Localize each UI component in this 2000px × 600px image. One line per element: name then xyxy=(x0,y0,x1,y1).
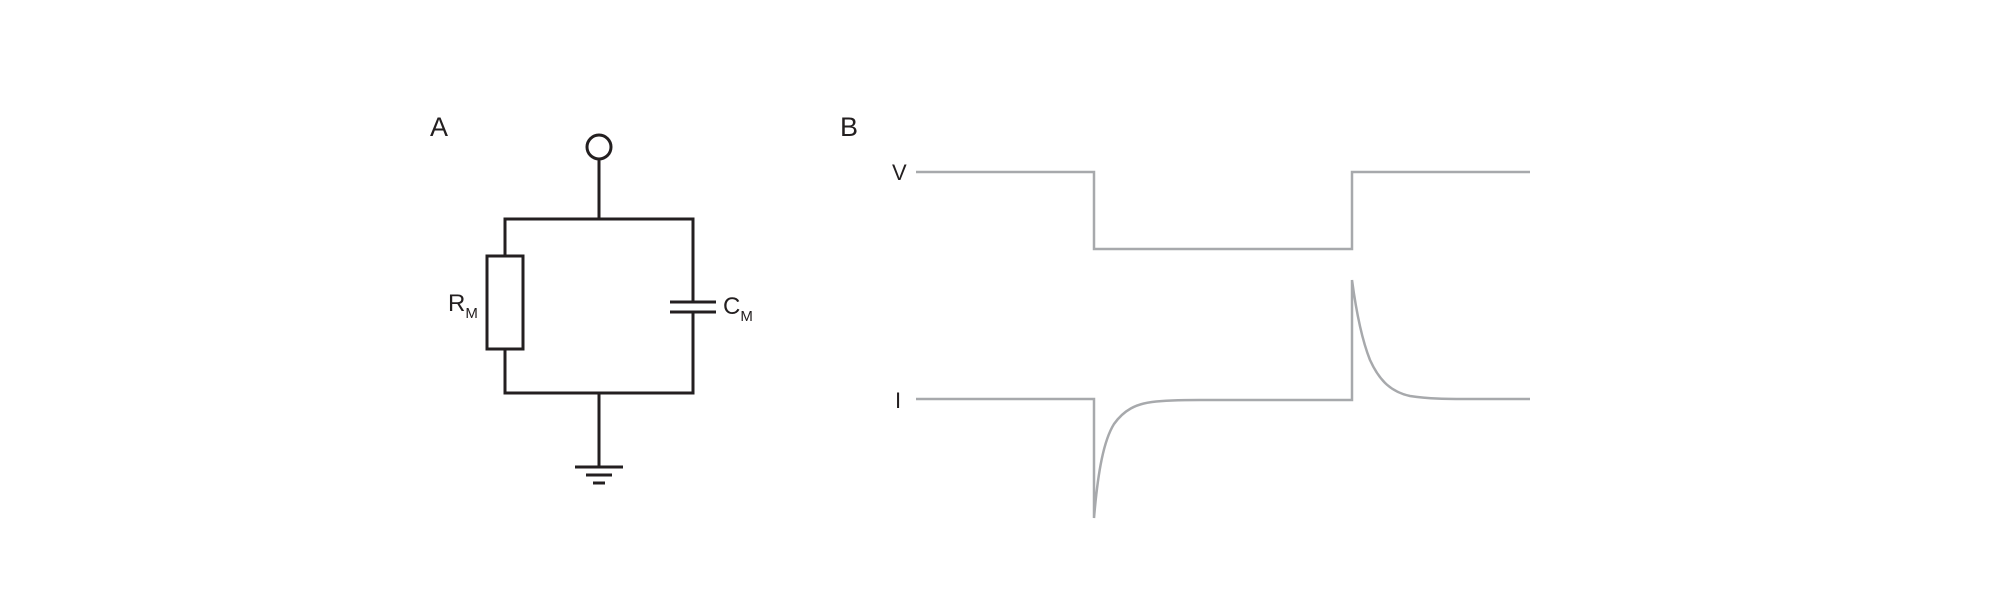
electrode-terminal-icon xyxy=(585,133,613,161)
capacitor-label: CM xyxy=(723,293,753,325)
bottom-wire xyxy=(503,312,695,395)
ground-icon xyxy=(575,465,623,485)
panel-b-label: B xyxy=(840,112,858,142)
voltage-trace xyxy=(916,170,1530,251)
top-wire xyxy=(503,217,695,302)
current-trace-label: I xyxy=(895,388,901,413)
voltage-trace-label: V xyxy=(892,160,907,185)
panel-a: A RM CM xyxy=(430,112,753,485)
rc-circuit xyxy=(485,133,716,485)
panel-a-label: A xyxy=(430,112,448,142)
resistor-icon xyxy=(485,254,525,351)
resistor-label: RM xyxy=(448,290,478,322)
current-trace xyxy=(916,279,1530,519)
panel-b: B V I xyxy=(840,112,1530,519)
